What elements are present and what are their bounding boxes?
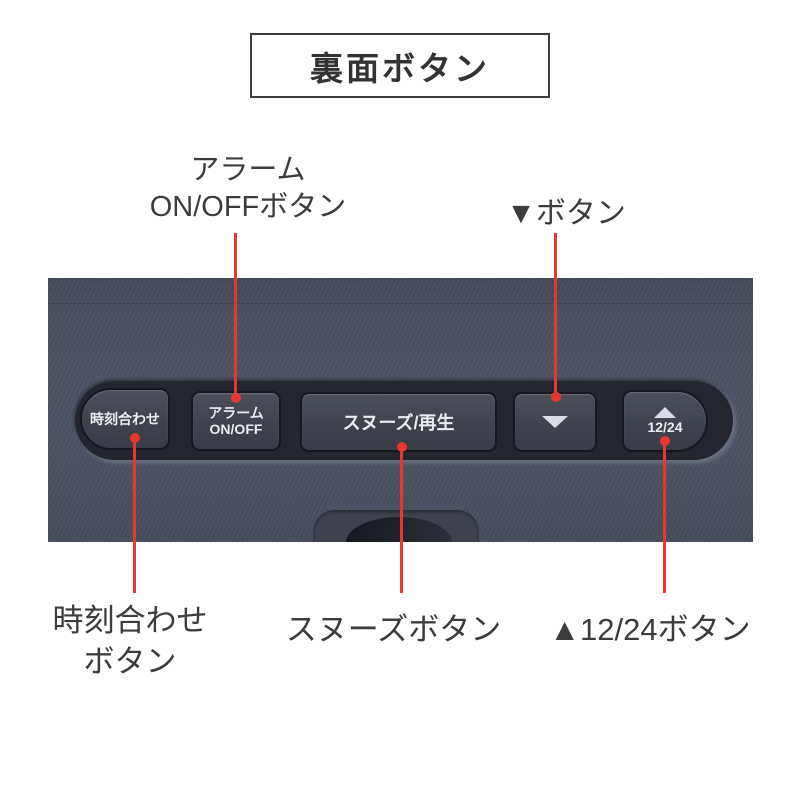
callout-alarm-line2: ON/OFFボタン (149, 191, 347, 223)
connector-down-dot (550, 392, 561, 402)
connector-alarm-line (230, 233, 241, 403)
callout-down-button: ▼ボタン (506, 197, 626, 230)
connector-alarm-dot (230, 393, 241, 403)
connector-down-line (550, 233, 561, 402)
hanging-hole (346, 517, 452, 542)
down-button (513, 392, 597, 452)
connector-clock-dot (129, 433, 140, 443)
title-box: 裏面ボタン (250, 33, 550, 98)
connector-up1224-line (659, 436, 670, 593)
callout-time-set-line2: ボタン (83, 644, 177, 679)
callout-alarm-onoff: アラーム ON/OFFボタン (118, 152, 378, 226)
alarm-onoff-button-line1: アラーム (208, 405, 264, 421)
alarm-onoff-button-line2: ON/OFF (209, 421, 263, 437)
connector-snooze-line (396, 442, 407, 593)
callout-snooze: スヌーズボタン (285, 612, 502, 647)
callout-time-set: 時刻合わせ ボタン (28, 600, 232, 682)
triangle-up-icon (654, 407, 676, 418)
time-set-button-label: 時刻合わせ (90, 411, 160, 427)
page-title: 裏面ボタン (310, 49, 490, 87)
connector-up1224-dot (659, 436, 670, 446)
connector-snooze-dot (396, 442, 407, 452)
connector-clock-line (129, 433, 140, 593)
up-1224-button-label: 12/24 (647, 419, 683, 435)
time-set-button: 時刻合わせ (80, 388, 170, 450)
up-1224-button: 12/24 (622, 390, 708, 452)
snooze-play-button-label: スヌーズ/再生 (342, 413, 455, 433)
triangle-down-icon (542, 416, 568, 428)
hanging-hole-recess (313, 510, 479, 542)
callout-time-set-line1: 時刻合わせ (52, 603, 208, 638)
callout-up-1224: ▲12/24ボタン (549, 612, 751, 647)
callout-alarm-line1: アラーム (190, 154, 306, 186)
panel-seam (48, 303, 753, 304)
